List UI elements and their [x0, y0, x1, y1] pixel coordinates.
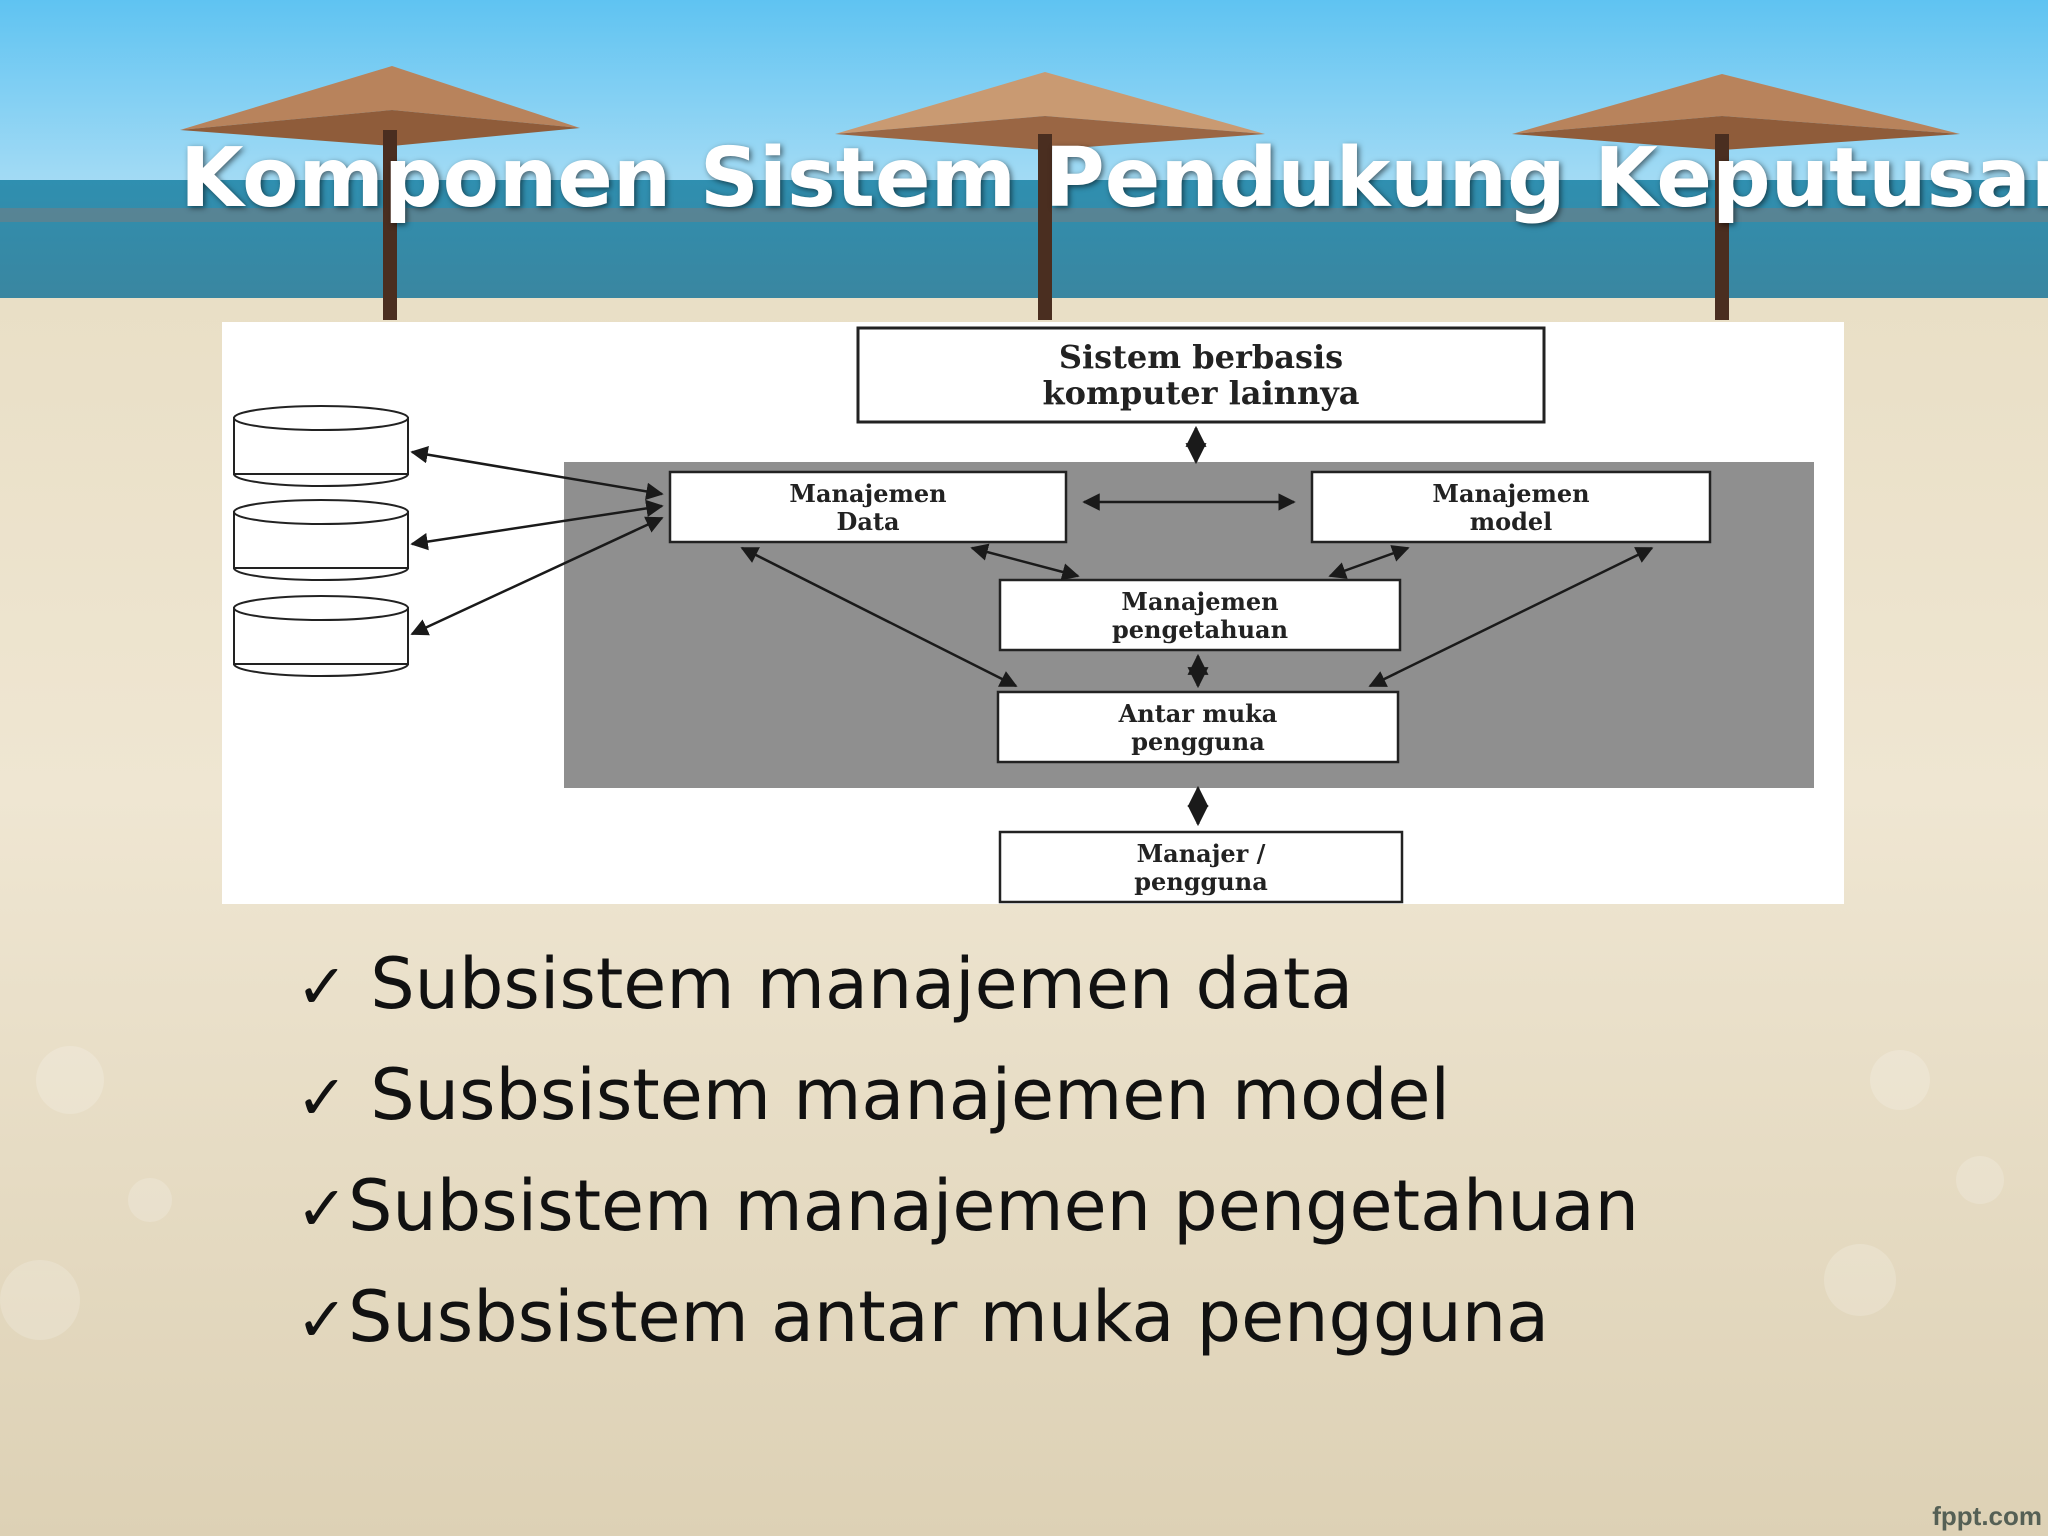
watermark: fppt.com — [1932, 1501, 2042, 1531]
list-item: ✓ Subsistem manajemen data — [296, 930, 1639, 1041]
dss-component-diagram: Sistem berbasis komputer lainnya Manajem… — [222, 322, 1844, 904]
external-system-line2: komputer lainnya — [1042, 374, 1359, 412]
list-item-text: Subsistem manajemen data — [347, 943, 1354, 1025]
list-item-text: Susbsistem manajemen model — [347, 1054, 1450, 1136]
data-management-line2: Data — [837, 507, 900, 536]
list-item: ✓Subsistem manajemen pengetahuan — [296, 1152, 1639, 1263]
component-list: ✓ Subsistem manajemen data ✓ Susbsistem … — [296, 930, 1639, 1374]
data-management-box: Manajemen Data — [668, 470, 1068, 544]
check-icon: ✓ — [296, 950, 348, 1023]
database-icon — [233, 595, 409, 677]
umbrella-center — [835, 72, 1265, 320]
manager-user-box: Manajer / pengguna — [998, 830, 1404, 904]
user-interface-box: Antar muka pengguna — [996, 690, 1400, 764]
sea — [0, 180, 2048, 300]
knowledge-management-line1: Manajemen — [1121, 587, 1278, 616]
model-management-line1: Manajemen — [1432, 479, 1589, 508]
model-management-line2: model — [1470, 507, 1553, 536]
umbrella-left — [180, 66, 580, 320]
check-icon: ✓ — [296, 1061, 348, 1134]
slide-title: Komponen Sistem Pendukung Keputusan — [180, 131, 2048, 226]
check-icon: ✓ — [296, 1172, 348, 1245]
list-item: ✓ Susbsistem manajemen model — [296, 1041, 1639, 1152]
model-management-box: Manajemen model — [1310, 470, 1712, 544]
connector-arrow — [740, 546, 1018, 688]
check-icon: ✓ — [296, 1283, 348, 1356]
user-interface-line2: pengguna — [1131, 727, 1265, 756]
data-management-line1: Manajemen — [789, 479, 946, 508]
breakwater — [0, 208, 2048, 222]
user-interface-line1: Antar muka — [1118, 699, 1278, 728]
external-system-box: Sistem berbasis komputer lainnya — [856, 326, 1546, 424]
connector-arrow — [410, 445, 664, 501]
umbrella-right — [1512, 74, 1960, 320]
external-system-line1: Sistem berbasis — [1059, 338, 1343, 376]
knowledge-management-line2: pengetahuan — [1112, 615, 1288, 644]
database-icon — [233, 405, 409, 487]
manager-user-line1: Manajer / — [1137, 839, 1266, 868]
diagram-canvas: Sistem berbasis komputer lainnya Manajem… — [233, 326, 1814, 904]
connector-arrow — [410, 516, 664, 636]
bokeh-decoration — [0, 1046, 2004, 1340]
manager-user-line2: pengguna — [1134, 867, 1268, 896]
list-item-text: Susbsistem antar muka pengguna — [347, 1276, 1549, 1358]
database-icon — [233, 499, 409, 581]
list-item-text: Subsistem manajemen pengetahuan — [347, 1165, 1639, 1247]
list-item: ✓Susbsistem antar muka pengguna — [296, 1263, 1639, 1374]
knowledge-management-box: Manajemen pengetahuan — [998, 578, 1402, 652]
connector-arrow — [1368, 546, 1654, 688]
